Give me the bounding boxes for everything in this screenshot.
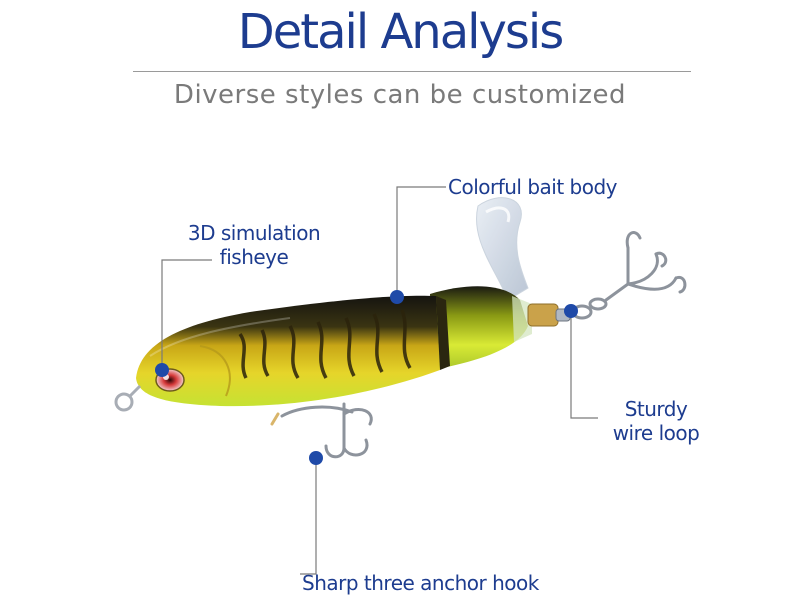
lure-body (136, 295, 450, 407)
body-marker (390, 290, 404, 304)
page-subtitle: Diverse styles can be customized (173, 80, 627, 110)
page-title: Detail Analysis (237, 4, 564, 60)
callout-wire-line2: wire loop (612, 421, 700, 445)
callout-fisheye-line1: 3D simulation (187, 221, 321, 245)
callout-markers (155, 290, 578, 465)
callout-hook: Sharp three anchor hook (302, 571, 539, 595)
body-callout-line (396, 186, 446, 297)
callout-wire-line1: Sturdy (624, 397, 688, 421)
fisheye-marker (155, 363, 169, 377)
lure-rear-section (430, 286, 532, 370)
hook-callout-line (300, 458, 317, 575)
front-eyelet (114, 384, 142, 412)
belly-treble-hook (270, 402, 373, 459)
fisheye-callout-line (161, 259, 212, 376)
hook-marker (309, 451, 323, 465)
callout-fisheye-line2: fisheye (219, 245, 289, 269)
callout-lines (161, 186, 598, 575)
title-divider (133, 71, 691, 72)
wire-callout-line (570, 312, 598, 419)
callout-body: Colorful bait body (448, 175, 618, 199)
wire-marker (564, 304, 578, 318)
rear-treble-hook (571, 231, 687, 320)
shaft (527, 303, 571, 327)
propeller-blade (476, 197, 529, 301)
callout-wire: Sturdy wire loop (600, 397, 712, 445)
callout-fisheye: 3D simulation fisheye (174, 221, 334, 269)
